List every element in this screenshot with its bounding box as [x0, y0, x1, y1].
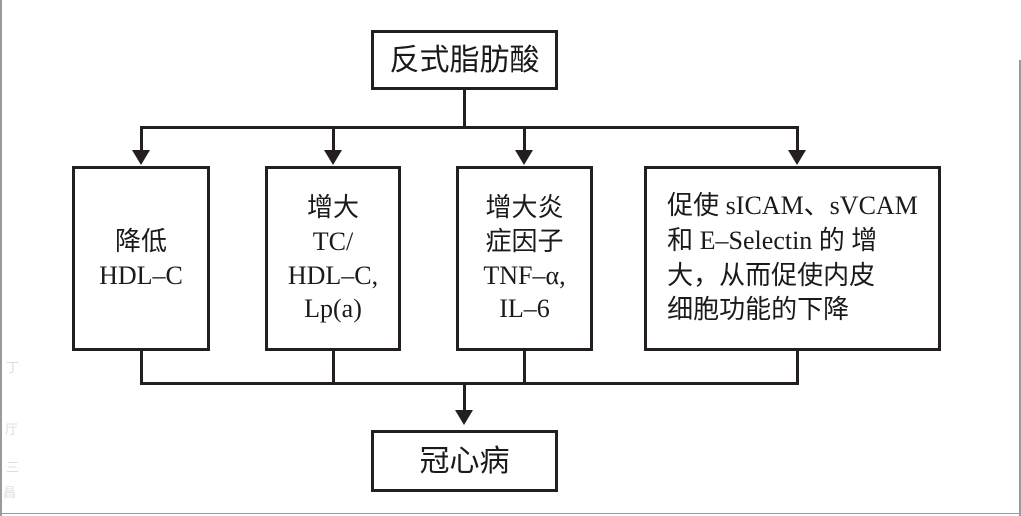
arrow-down-branch-2	[324, 150, 342, 165]
scan-artifact-3: 三	[6, 461, 20, 476]
arrow-down-branch-4	[788, 150, 806, 165]
connector-riser-branch-3	[523, 351, 526, 385]
connector-drop-branch-4	[796, 126, 799, 152]
node-tc-hdl-ratio-increase-text: 增大 TC/ HDL–C, Lp(a)	[288, 191, 378, 326]
node-inflammatory-factor-increase-text: 增大炎 症因子 TNF–α, IL–6	[483, 191, 565, 326]
node-adhesion-molecule-increase-text: 促使 sICAM、sVCAM 和 E–Selectin 的 增 大，从而促使内皮…	[667, 189, 918, 328]
connector-stem-top	[463, 90, 466, 128]
node-hdl-decrease-text: 降低 HDL–C	[99, 225, 183, 293]
node-line: HDL–C	[99, 260, 183, 290]
node-line: 冠心病	[419, 444, 510, 478]
node-inflammatory-factor-increase: 增大炎 症因子 TNF–α, IL–6	[456, 166, 593, 351]
node-line: IL–6	[499, 294, 550, 324]
arrow-down-outcome	[455, 410, 473, 425]
connector-drop-branch-2	[332, 126, 335, 152]
connector-riser-branch-4	[796, 351, 799, 385]
connector-distribution-bar	[140, 126, 799, 129]
node-line: TC/	[312, 226, 354, 256]
node-trans-fatty-acids: 反式脂肪酸	[371, 30, 558, 90]
page-edge-left	[0, 0, 2, 516]
connector-stem-bottom	[463, 382, 466, 412]
node-coronary-heart-disease-text: 冠心病	[420, 442, 510, 481]
connector-drop-branch-1	[140, 126, 143, 152]
node-hdl-decrease: 降低 HDL–C	[72, 166, 210, 351]
node-line: 症因子	[485, 226, 564, 256]
node-line: 和 E–Selectin 的 增	[667, 225, 878, 255]
node-trans-fatty-acids-text: 反式脂肪酸	[390, 41, 540, 80]
node-line: 促使 sICAM、sVCAM	[667, 190, 918, 220]
connector-drop-branch-3	[523, 126, 526, 152]
node-tc-hdl-ratio-increase: 增大 TC/ HDL–C, Lp(a)	[265, 166, 401, 351]
node-coronary-heart-disease: 冠心病	[371, 430, 558, 492]
node-line: 大，从而促使内皮	[667, 260, 876, 290]
node-line: 增大炎	[485, 192, 564, 222]
node-line: 反式脂肪酸	[389, 43, 540, 77]
connector-riser-branch-2	[332, 351, 335, 385]
scan-artifact-2: 厅	[5, 423, 19, 438]
node-line: 增大	[306, 192, 359, 222]
node-adhesion-molecule-increase: 促使 sICAM、sVCAM 和 E–Selectin 的 增 大，从而促使内皮…	[644, 166, 941, 351]
node-line: 细胞功能的下降	[667, 295, 850, 325]
page-edge-bottom	[0, 513, 1021, 514]
arrow-down-branch-1	[132, 150, 150, 165]
node-line: 降低	[114, 226, 167, 256]
node-line: HDL–C,	[287, 260, 379, 290]
node-line: TNF–α,	[483, 260, 566, 290]
scan-artifact-4: 昌	[3, 486, 17, 501]
scan-artifact-1: 丁	[6, 361, 20, 376]
connector-riser-branch-1	[140, 351, 143, 385]
page-edge-right	[1019, 60, 1021, 516]
node-line: Lp(a)	[304, 294, 362, 324]
arrow-down-branch-3	[515, 150, 533, 165]
connector-merge-bar	[140, 382, 799, 385]
